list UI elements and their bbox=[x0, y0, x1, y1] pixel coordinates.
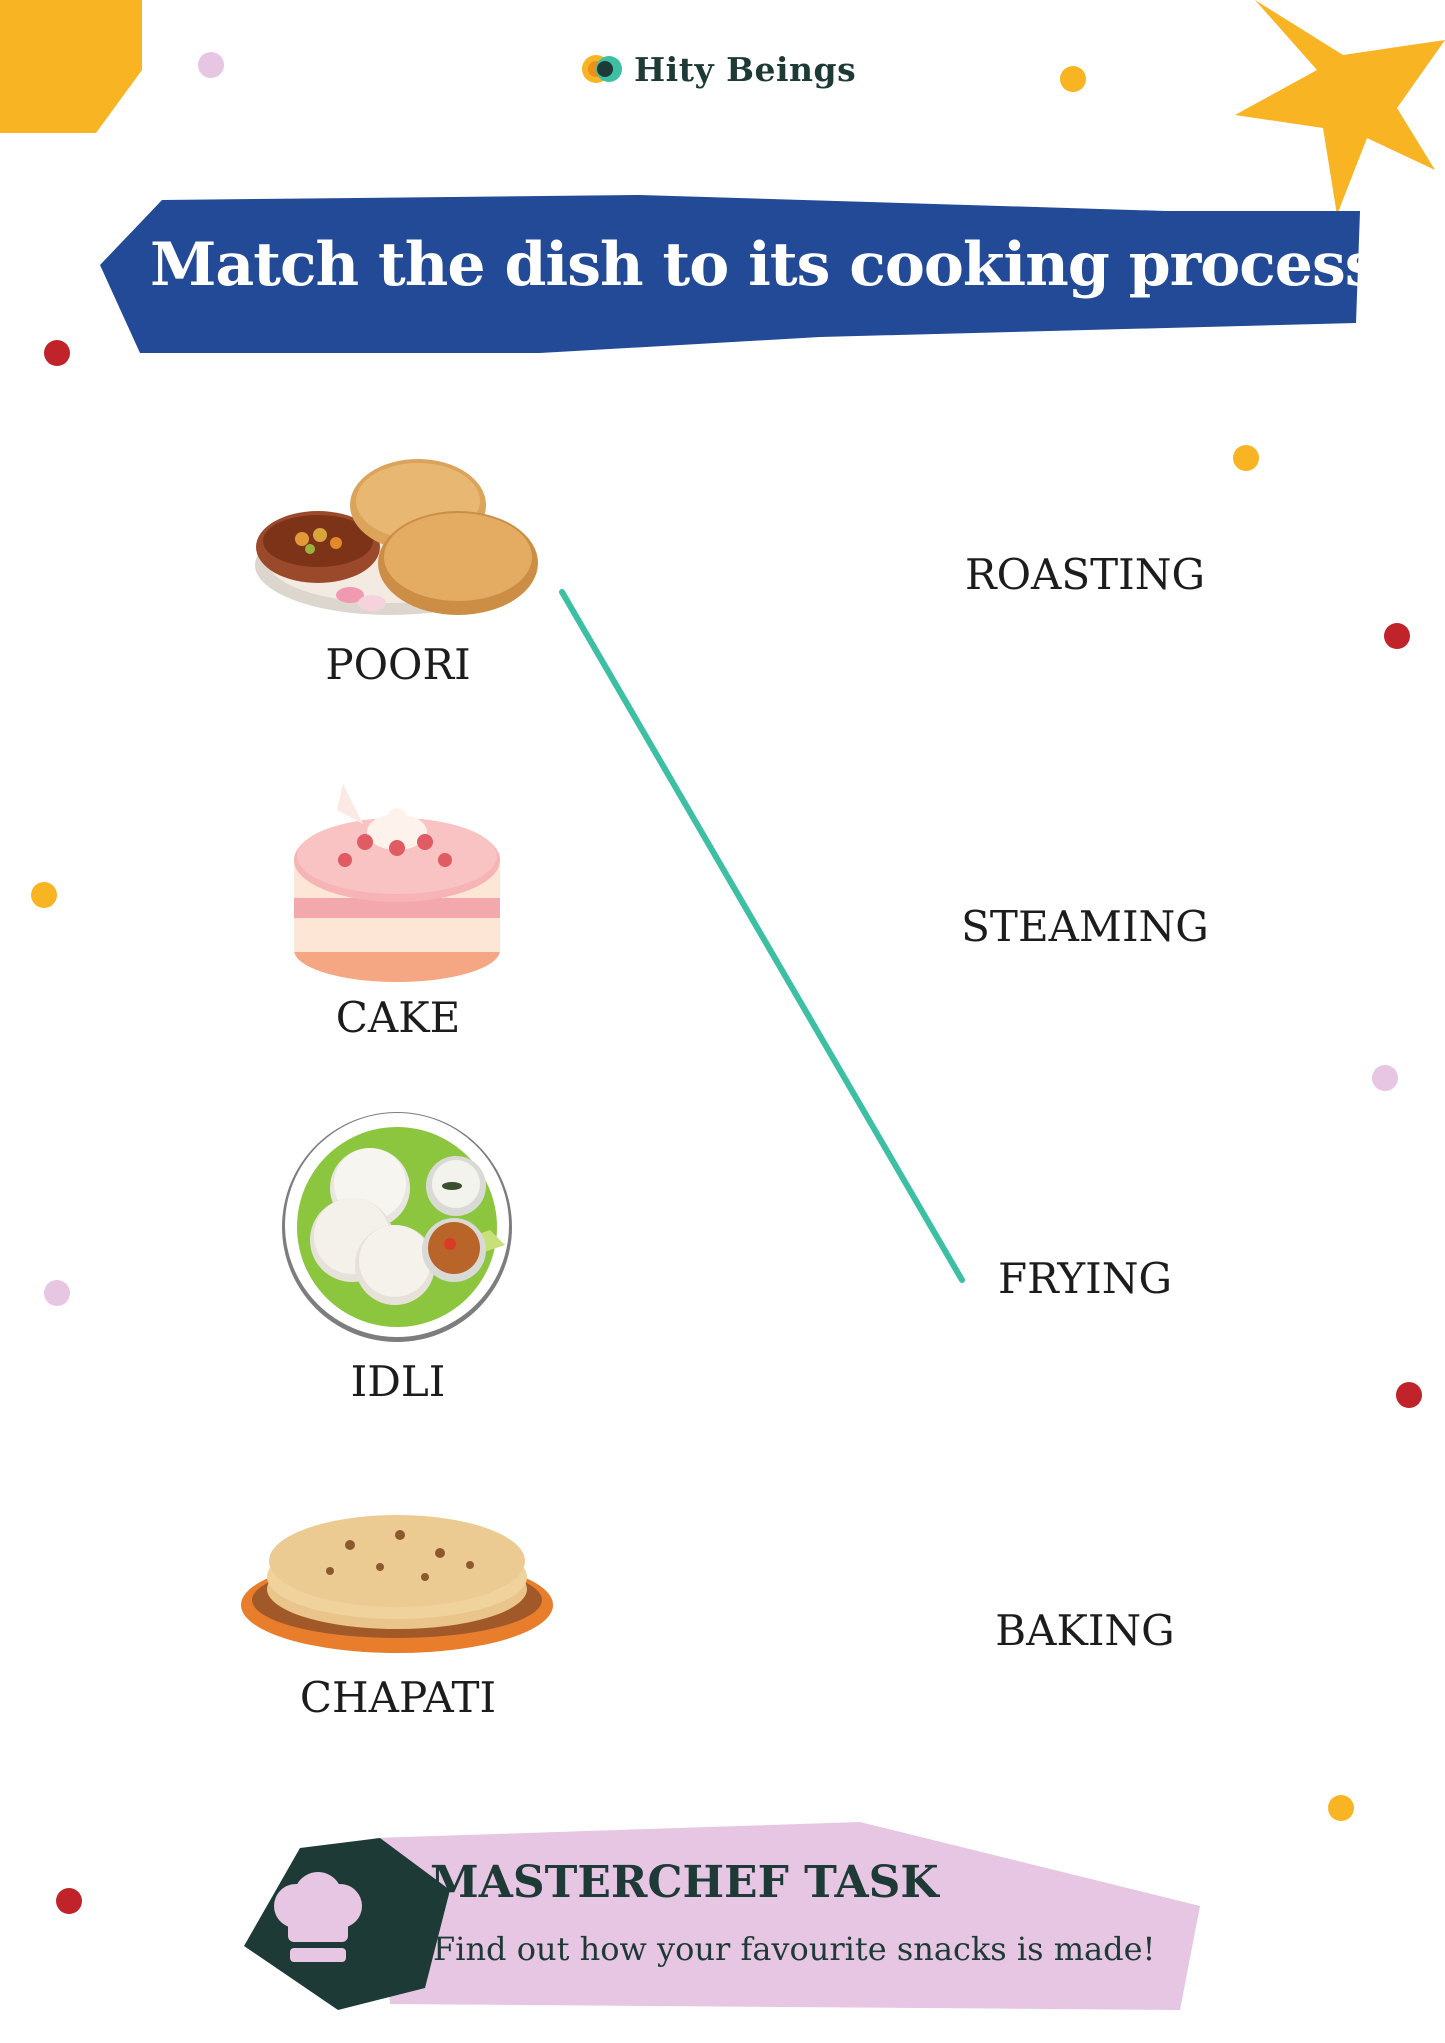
process-label-baking: BAKING bbox=[995, 1606, 1175, 1655]
decor-dot bbox=[1384, 623, 1410, 649]
dish-label-poori: POORI bbox=[325, 640, 471, 689]
page-title: Match the dish to its cooking process! bbox=[150, 230, 1404, 300]
sunflower-icon bbox=[582, 55, 622, 83]
chef-hat-icon bbox=[274, 1872, 362, 1962]
corner-shape-top-left bbox=[0, 0, 142, 133]
task-title: MASTERCHEF TASK bbox=[430, 1857, 939, 1908]
decor-dot bbox=[1396, 1382, 1422, 1408]
decor-dot bbox=[198, 52, 224, 78]
process-label-steaming: STEAMING bbox=[961, 902, 1209, 951]
decor-dot bbox=[1060, 66, 1086, 92]
dish-label-chapati: CHAPATI bbox=[299, 1673, 497, 1722]
dish-label-cake: CAKE bbox=[335, 993, 461, 1042]
cake-icon bbox=[294, 784, 500, 982]
dish-label-idli: IDLI bbox=[350, 1357, 446, 1406]
process-label-frying: FRYING bbox=[997, 1254, 1173, 1303]
task-subtitle: Find out how your favourite snacks is ma… bbox=[433, 1930, 1156, 1968]
idli-icon bbox=[282, 1112, 512, 1342]
decor-dot bbox=[44, 1280, 70, 1306]
decor-dot bbox=[56, 1888, 82, 1914]
process-label-roasting: ROASTING bbox=[964, 550, 1206, 599]
decor-dot bbox=[1372, 1065, 1398, 1091]
brand-name: Hity Beings bbox=[634, 49, 857, 89]
sun-burst-icon bbox=[1235, 0, 1445, 215]
chapati-icon bbox=[241, 1515, 553, 1653]
brand-logo: Hity Beings bbox=[578, 44, 856, 94]
decor-dot bbox=[1233, 445, 1259, 471]
decor-dot bbox=[31, 882, 57, 908]
task-panel bbox=[244, 1822, 1200, 2010]
title-banner bbox=[100, 195, 1360, 353]
decor-dot bbox=[1328, 1795, 1354, 1821]
poori-icon bbox=[255, 459, 538, 615]
decor-dot bbox=[44, 340, 70, 366]
